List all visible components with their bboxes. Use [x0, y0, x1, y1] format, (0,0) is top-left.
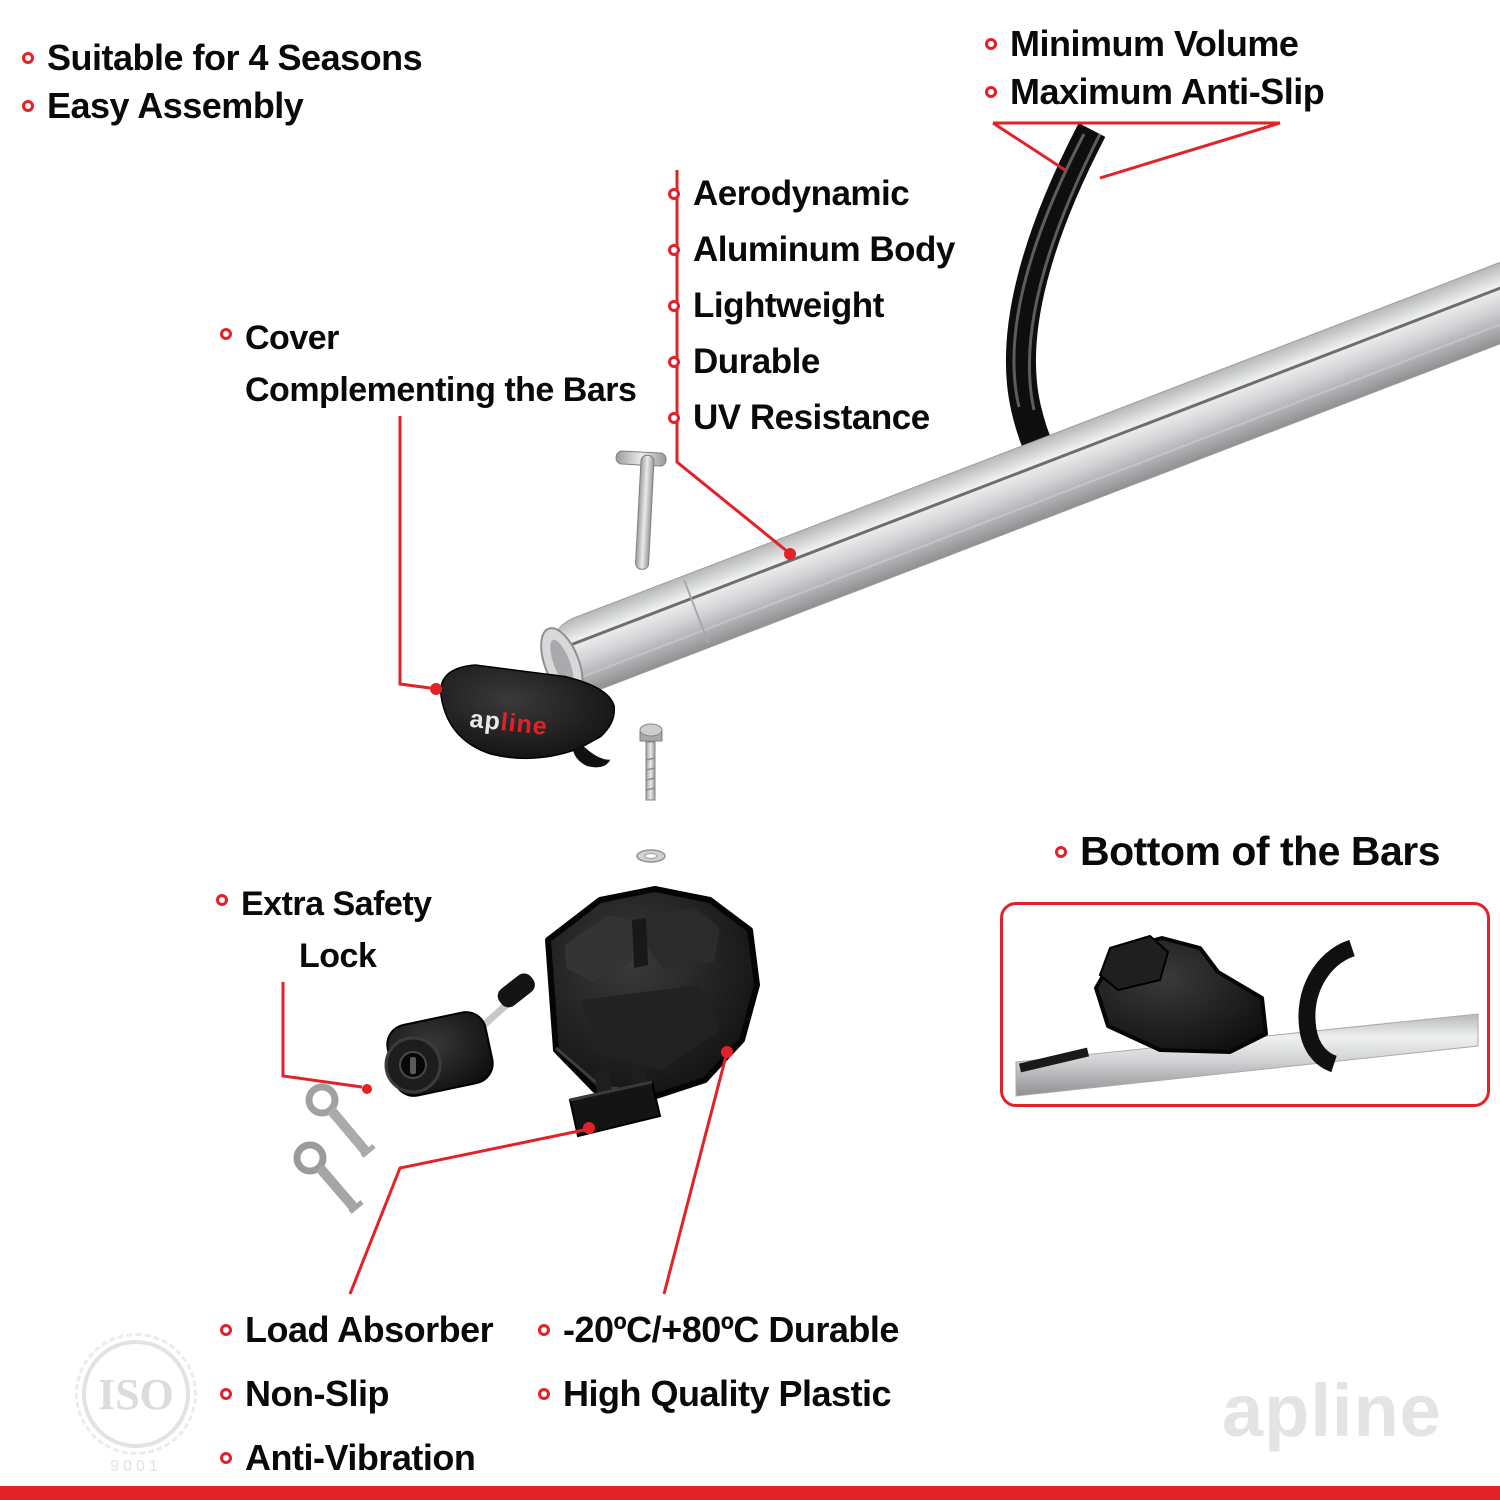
- leader-dots: [362, 548, 796, 1134]
- feature-item: UV Resistance: [668, 390, 955, 446]
- callout-label: Minimum Volume: [1010, 23, 1299, 64]
- feature-label: Durable: [693, 342, 820, 381]
- safety-lock-line1: Extra Safety: [241, 885, 432, 923]
- keys-icon: [293, 1083, 376, 1214]
- washer-icon: [636, 849, 666, 863]
- leader-line-durable: [662, 1055, 728, 1295]
- bullet-icon: [538, 1324, 550, 1336]
- brand-watermark: apline: [1222, 1369, 1442, 1452]
- bullet-icon: [668, 412, 680, 424]
- callout-label: Easy Assembly: [47, 85, 304, 126]
- bar-feature-list: Aerodynamic Aluminum Body Lightweight Du…: [668, 166, 955, 446]
- feature-label: Lightweight: [693, 286, 884, 325]
- feature-label: UV Resistance: [693, 398, 930, 437]
- crossbar: [540, 254, 1500, 700]
- callout-item: High Quality Plastic: [538, 1362, 899, 1426]
- cover-callout-line1: Cover: [245, 319, 339, 357]
- callout-label: Anti-Vibration: [245, 1437, 476, 1478]
- bullet-icon: [668, 244, 680, 256]
- cover-logo-line: line: [499, 708, 549, 741]
- dot-foot: [721, 1046, 733, 1058]
- bottom-bars-label: Bottom of the Bars: [1055, 828, 1441, 875]
- feature-label: Aerodynamic: [693, 174, 910, 213]
- top-left-callouts: Suitable for 4 Seasons Easy Assembly: [22, 34, 423, 130]
- feature-item: Lightweight: [668, 278, 955, 334]
- leader-line-lock: [281, 982, 363, 1089]
- bottom-center-callouts: -20ºC/+80ºC Durable High Quality Plastic: [538, 1298, 899, 1426]
- bullet-icon: [538, 1388, 550, 1400]
- feature-label: Aluminum Body: [693, 230, 955, 269]
- bullet-icon: [22, 100, 34, 112]
- callout-label: Maximum Anti-Slip: [1010, 71, 1325, 112]
- dot-cover: [430, 683, 442, 695]
- foot-clamp: [545, 886, 760, 1101]
- leader-line-load-absorber: [348, 1128, 585, 1295]
- leader-line-cover: [398, 416, 431, 690]
- iso-ring-icon: ISO: [75, 1333, 197, 1455]
- callout-label: High Quality Plastic: [563, 1373, 892, 1414]
- dot-bar: [784, 548, 796, 560]
- bottom-left-callouts: Load Absorber Non-Slip Anti-Vibration: [220, 1298, 494, 1490]
- allen-key-icon: [615, 450, 667, 570]
- callout-label: Non-Slip: [245, 1373, 389, 1414]
- safety-lock-line2: Lock: [299, 937, 377, 975]
- load-absorber-pad: [568, 1064, 662, 1138]
- iso-sub: 9001: [110, 1458, 162, 1475]
- bullet-icon: [668, 300, 680, 312]
- cover-callout: Cover Complementing the Bars: [220, 312, 637, 416]
- callout-label: Suitable for 4 Seasons: [47, 37, 423, 78]
- leader-lines: [281, 121, 1281, 1295]
- inset-illustration: [1015, 934, 1479, 1097]
- inset-box: [1000, 902, 1490, 1107]
- bullet-icon: [220, 328, 232, 340]
- feature-item: Aluminum Body: [668, 222, 955, 278]
- callout-item: Maximum Anti-Slip: [985, 68, 1325, 116]
- bullet-icon: [668, 188, 680, 200]
- callout-label: Load Absorber: [245, 1309, 494, 1350]
- leader-line-top-right: [992, 121, 1281, 180]
- bullet-icon: [220, 1452, 232, 1464]
- iso-badge: ISO 9001: [75, 1333, 197, 1476]
- cover-callout-line2: Complementing the Bars: [245, 371, 637, 409]
- lock-cylinder: [384, 973, 535, 1097]
- cover: apline: [439, 664, 616, 768]
- top-right-callouts: Minimum Volume Maximum Anti-Slip: [985, 20, 1325, 116]
- callout-label: -20ºC/+80ºC Durable: [563, 1309, 899, 1350]
- bottom-accent-bar: [0, 1486, 1500, 1500]
- leader-line-features: [675, 170, 789, 554]
- bullet-icon: [22, 52, 34, 64]
- bullet-icon: [985, 86, 997, 98]
- bullet-icon: [216, 894, 228, 906]
- bullet-icon: [668, 356, 680, 368]
- callout-item: Non-Slip: [220, 1362, 493, 1426]
- callout-item: Load Absorber: [220, 1298, 494, 1362]
- safety-lock-callout: Extra Safety Lock: [216, 878, 432, 982]
- callout-item: Suitable for 4 Seasons: [22, 34, 423, 82]
- callout-item: Easy Assembly: [22, 82, 422, 130]
- bullet-icon: [220, 1324, 232, 1336]
- bolt-icon: [639, 723, 663, 801]
- bullet-icon: [220, 1388, 232, 1400]
- feature-item: Durable: [668, 334, 955, 390]
- callout-item: -20ºC/+80ºC Durable: [538, 1298, 899, 1362]
- dot-lock: [362, 1084, 372, 1094]
- bottom-bars-text: Bottom of the Bars: [1080, 828, 1441, 874]
- callout-item: Minimum Volume: [985, 20, 1324, 68]
- bullet-icon: [1055, 845, 1067, 858]
- svg-text:apline: apline: [468, 705, 549, 741]
- iso-label: ISO: [98, 1369, 174, 1419]
- callout-item: Anti-Vibration: [220, 1426, 493, 1490]
- cover-logo-ap: ap: [468, 705, 502, 736]
- dot-pad: [583, 1122, 595, 1134]
- feature-item: Aerodynamic: [668, 166, 955, 222]
- bullet-icon: [985, 38, 997, 50]
